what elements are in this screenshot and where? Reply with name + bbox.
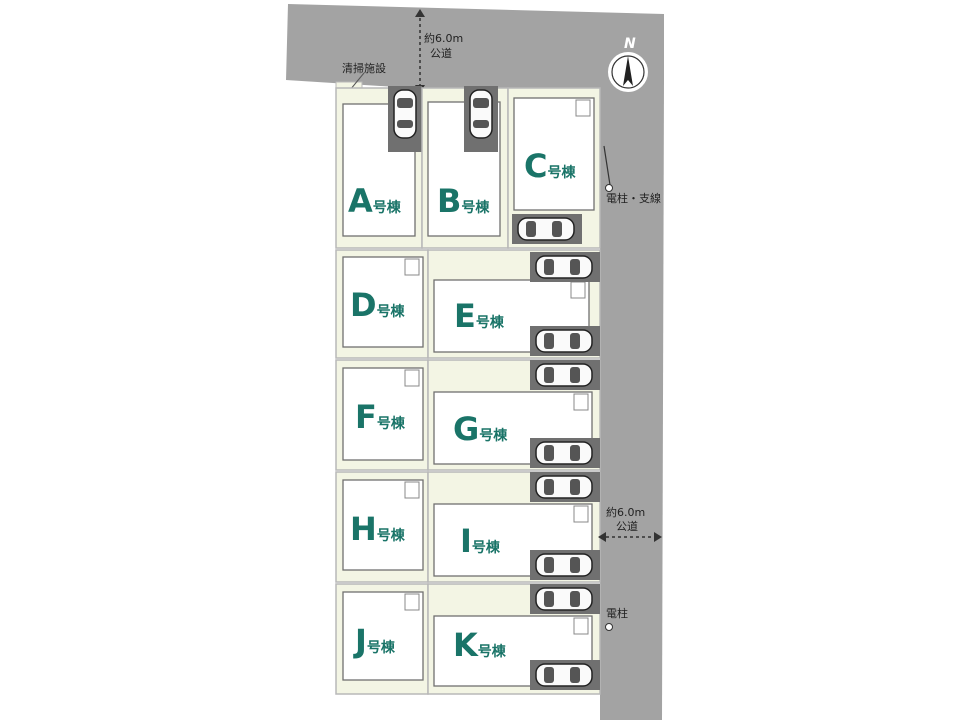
unit-suffix-e: 号棟	[476, 314, 505, 331]
unit-label-g: G号棟	[453, 410, 508, 448]
unit-label-a: A号棟	[348, 182, 402, 220]
compass-letter: N	[624, 36, 636, 52]
guy-wire	[603, 145, 611, 186]
parking-c	[512, 214, 582, 244]
east-road-arrowhead-right	[654, 532, 662, 542]
cleaning-station-label: 清掃施設	[342, 61, 386, 75]
north-road-arrowhead-top	[415, 9, 425, 17]
east-road-type-text: 公道	[616, 519, 638, 533]
pole-label: 電柱	[606, 606, 628, 620]
unit-suffix-f: 号棟	[377, 415, 406, 432]
unit-letter-g: G	[453, 410, 479, 448]
cleaning-station-leader	[349, 72, 365, 91]
unit-suffix-c: 号棟	[547, 164, 576, 181]
unit-label-c: C号棟	[524, 147, 576, 185]
unit-label-f: F号棟	[355, 398, 406, 436]
unit-label-h: H号棟	[350, 510, 406, 548]
parking-e-2	[530, 326, 600, 356]
parking-k	[530, 584, 600, 614]
entrance-c	[575, 99, 591, 117]
entrance-j	[404, 593, 420, 611]
entrance-d	[404, 258, 420, 276]
unit-label-j: J号棟	[353, 622, 396, 660]
unit-letter-b: B	[437, 182, 461, 220]
parking-i-2	[530, 550, 600, 580]
unit-label-b: B号棟	[437, 182, 490, 220]
unit-suffix-i: 号棟	[472, 539, 501, 556]
parking-k-2	[530, 660, 600, 690]
entrance-f	[404, 369, 420, 387]
unit-letter-f: F	[355, 398, 377, 436]
unit-suffix-k: 号棟	[478, 643, 507, 660]
parking-b	[464, 86, 498, 152]
unit-letter-c: C	[524, 147, 547, 185]
entrance-i	[573, 505, 589, 523]
building-c	[513, 97, 595, 211]
parking-g	[530, 360, 600, 390]
unit-letter-a: A	[348, 182, 373, 220]
parking-a	[388, 86, 422, 152]
unit-letter-h: H	[350, 510, 377, 548]
unit-suffix-d: 号棟	[377, 303, 406, 320]
pole-and-guy-label: 電柱・支線	[606, 191, 661, 205]
east-road	[600, 80, 664, 720]
east-road-arrowhead-left	[598, 532, 606, 542]
entrance-g	[573, 393, 589, 411]
unit-label-d: D号棟	[350, 286, 406, 324]
north-road-type-text: 公道	[430, 46, 452, 60]
unit-letter-d: D	[350, 286, 377, 324]
east-road-width-text: 約6.0m	[606, 505, 645, 519]
unit-letter-k: K	[453, 626, 479, 664]
north-compass: N	[608, 36, 648, 92]
unit-suffix-h: 号棟	[377, 527, 406, 544]
unit-label-i: I号棟	[460, 522, 501, 560]
unit-suffix-a: 号棟	[373, 199, 402, 216]
entrance-h	[404, 481, 420, 499]
north-road	[286, 4, 664, 100]
utility-pole-2	[605, 623, 613, 631]
north-road-width-text: 約6.0m	[424, 31, 463, 45]
parking-e	[530, 252, 600, 282]
unit-letter-j: J	[353, 622, 367, 660]
unit-label-e: E号棟	[454, 297, 505, 335]
unit-letter-e: E	[454, 297, 476, 335]
entrance-k	[573, 617, 589, 635]
entrance-e	[570, 281, 586, 299]
unit-letter-i: I	[460, 522, 472, 560]
utility-pole-1	[605, 184, 613, 192]
parking-g-2	[530, 438, 600, 468]
unit-suffix-j: 号棟	[367, 639, 396, 656]
unit-label-k: K号棟	[453, 626, 507, 664]
unit-suffix-b: 号棟	[461, 199, 490, 216]
unit-suffix-g: 号棟	[479, 427, 508, 444]
parking-i	[530, 472, 600, 502]
